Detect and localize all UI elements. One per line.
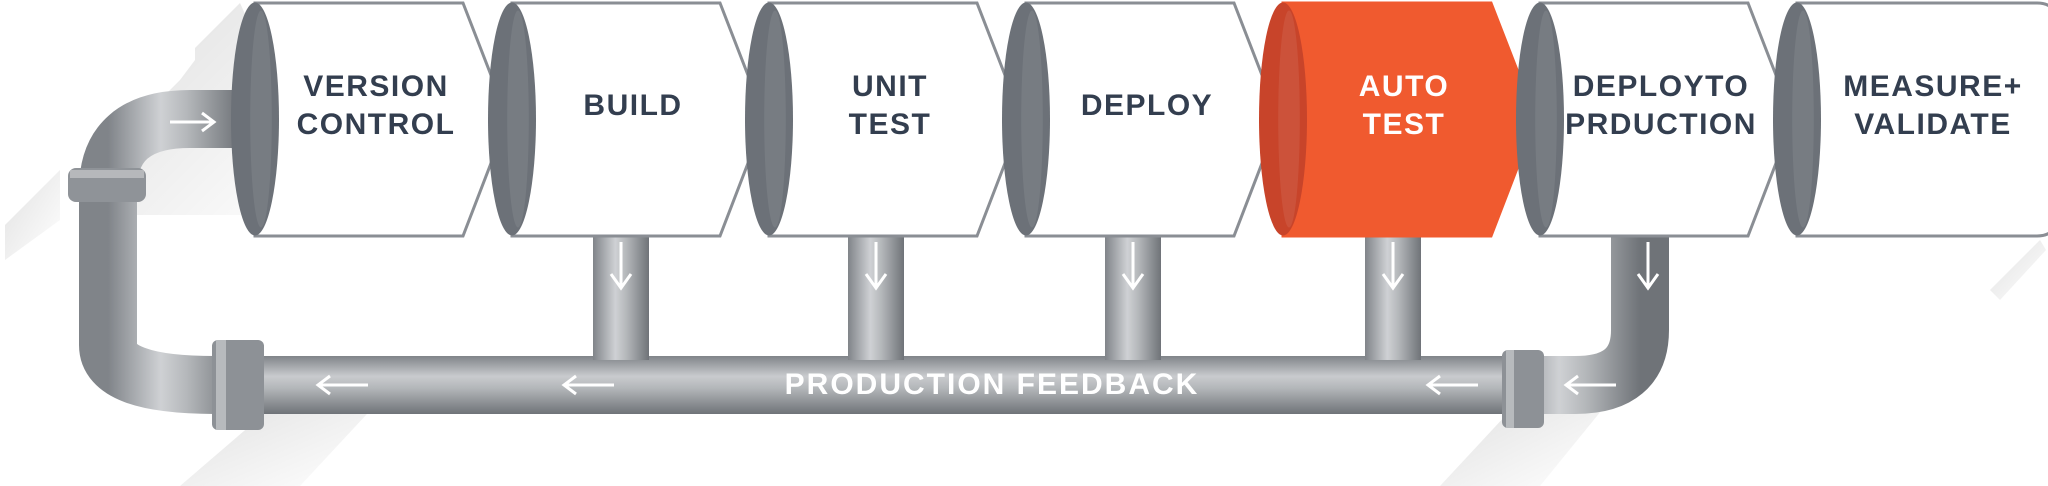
arrow-down-icon [1121,242,1145,291]
stage-measure-validate: MEASURE+ VALIDATE [1773,1,2048,238]
flow-arrows [170,111,1660,396]
arrow-down-icon [1636,242,1660,291]
return-loop-pipe [68,90,240,414]
stage-cap [745,2,793,236]
stage-cap [231,2,279,236]
arrow-down-icon [864,242,888,291]
arrow-right-icon [170,111,217,133]
arrow-left-icon [1563,374,1616,396]
production-feedback-label: PRODUCTION FEEDBACK [785,368,1200,401]
connector-pipes [593,230,1421,360]
stage-label: VALIDATE [1854,108,2012,141]
stage-cap [1516,2,1564,236]
stage-cap [1773,2,1821,236]
stage-auto-test: AUTO TEST [1259,1,1538,238]
stage-deploy-to-production: DEPLOYTO PRDUCTION [1516,1,1795,238]
stage-label: DEPLOYTO [1573,70,1749,103]
stage-label: PRDUCTION [1565,108,1757,141]
stage-cap [1259,2,1307,236]
stage-label: AUTO [1359,70,1449,103]
stage-build: BUILD [488,1,767,238]
stage-version-control: VERSION CONTROL [231,1,510,238]
arrow-left-icon [1425,374,1478,396]
stage-label: UNIT [852,70,928,103]
stage-label: BUILD [583,89,682,122]
stage-unit-test: UNIT TEST [745,1,1024,238]
stage-label: CONTROL [297,108,456,141]
stage-label: VERSION [303,70,449,103]
stage-label: TEST [1363,108,1446,141]
stage-chevrons: VERSION CONTROL BUILD UNIT TEST DEPLOY AUTO TES… [231,1,2048,238]
stage-cap [1002,2,1050,236]
stage-label: TEST [849,108,932,141]
stage-body [1795,1,2048,238]
stage-label: MEASURE+ [1843,70,2023,103]
stage-deploy: DEPLOY [1002,1,1281,238]
arrow-left-icon [315,374,368,396]
arrow-left-icon [561,374,614,396]
stage-cap [488,2,536,236]
arrow-down-icon [1381,242,1405,291]
stage-label: DEPLOY [1081,89,1213,122]
arrow-down-icon [609,242,633,291]
